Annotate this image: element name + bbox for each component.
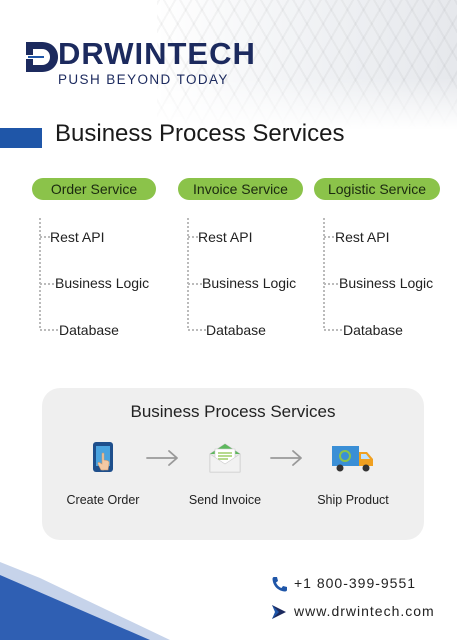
service-pill-invoice: Invoice Service [178, 178, 303, 200]
tree-item-business-logic: Business Logic [339, 275, 434, 291]
tree-connector [187, 218, 189, 328]
tree-item-business-logic: Business Logic [55, 275, 150, 291]
delivery-truck-icon [332, 446, 373, 472]
phone-icon [272, 577, 287, 592]
tree-item-database: Database [59, 322, 119, 338]
tree-connector [40, 236, 50, 238]
brand-name: DRWINTECH [58, 36, 256, 71]
service-column-logistic: Logistic Service Rest API Business Logic… [314, 178, 444, 343]
step-label: Create Order [66, 493, 140, 507]
service-column-order: Order Service Rest API Business Logic Da… [32, 178, 162, 343]
envelope-document-icon [209, 443, 241, 473]
contact-phone[interactable]: +1 800-399-9551 [270, 575, 416, 592]
step-label: Ship Product [317, 493, 389, 507]
service-column-invoice: Invoice Service Rest API Business Logic … [178, 178, 308, 343]
tree-connector [324, 329, 342, 331]
arrow-right-icon [270, 450, 302, 466]
tablet-touch-icon [93, 442, 113, 472]
process-step-send-invoice: Send Invoice [170, 440, 280, 507]
tree-connector [39, 218, 41, 328]
tree-connector [188, 283, 202, 285]
tree-connector [40, 283, 54, 285]
tree-connector [324, 236, 334, 238]
service-pill-logistic: Logistic Service [314, 178, 440, 200]
tree-item-business-logic: Business Logic [202, 275, 297, 291]
tree-item-rest-api: Rest API [198, 229, 253, 245]
contact-website[interactable]: www.drwintech.com [270, 603, 435, 620]
tree-item-database: Database [206, 322, 266, 338]
process-card: Business Process Services Create Order S… [42, 388, 424, 540]
tree-connector [324, 283, 338, 285]
tree-item-rest-api: Rest API [335, 229, 390, 245]
website-arrow-icon [272, 605, 286, 620]
tree-item-database: Database [343, 322, 403, 338]
phone-number: +1 800-399-9551 [294, 575, 417, 591]
title-accent-bar [0, 128, 42, 148]
tree-connector [188, 236, 198, 238]
website-link[interactable]: www.drwintech.com [294, 603, 435, 619]
drwintech-logo-icon [24, 42, 58, 72]
process-step-create-order: Create Order [48, 440, 158, 507]
step-label: Send Invoice [188, 493, 262, 507]
tree-connector [188, 329, 206, 331]
tree-connector [323, 218, 325, 328]
hexagon-background-pattern [157, 0, 457, 130]
service-pill-order: Order Service [32, 178, 156, 200]
process-step-ship-product: Ship Product [298, 440, 408, 507]
process-card-title: Business Process Services [130, 402, 336, 421]
tree-connector [40, 329, 58, 331]
page-title: Business Process Services [55, 120, 345, 147]
arrow-right-icon [146, 450, 178, 466]
tree-item-rest-api: Rest API [50, 229, 105, 245]
brand-tagline: PUSH BEYOND TODAY [58, 72, 229, 87]
brand-logo[interactable]: DRWINTECH PUSH BEYOND TODAY [24, 36, 255, 90]
